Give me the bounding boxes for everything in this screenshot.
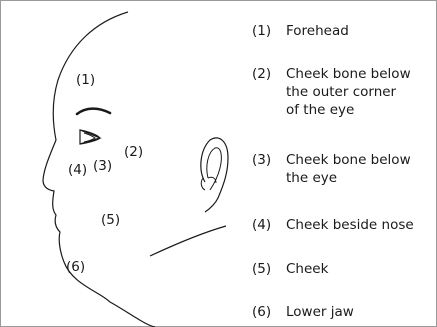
legend: (1) Forehead (2) Cheek bone below the ou… [252, 0, 434, 327]
legend-label: Cheek [286, 260, 434, 278]
eye [80, 130, 100, 144]
region-label-4: (4) [68, 162, 87, 178]
ear [201, 138, 228, 212]
jaw-neck-line [150, 226, 226, 256]
legend-label: Cheek beside nose [286, 216, 434, 234]
legend-number: (2) [252, 65, 286, 83]
legend-item-forehead: (1) Forehead [252, 22, 434, 40]
legend-number: (5) [252, 260, 286, 278]
legend-number: (3) [252, 151, 286, 169]
ear-inner [207, 148, 222, 190]
region-label-5: (5) [101, 212, 120, 228]
eyebrow [77, 109, 110, 114]
region-label-6: (6) [66, 259, 85, 275]
legend-label: Lower jaw [286, 303, 434, 321]
region-label-3: (3) [93, 158, 112, 174]
legend-number: (4) [252, 216, 286, 234]
legend-item-cheek-bone-outer: (2) Cheek bone below the outer corner of… [252, 65, 434, 119]
legend-number: (6) [252, 303, 286, 321]
legend-item-lower-jaw: (6) Lower jaw [252, 303, 434, 321]
region-label-2: (2) [124, 144, 143, 160]
legend-number: (1) [252, 22, 286, 40]
legend-label: Cheek bone below the eye [286, 151, 434, 187]
legend-item-cheek-bone-below-eye: (3) Cheek bone below the eye [252, 151, 434, 187]
legend-label: Cheek bone below the outer corner of the… [286, 65, 434, 119]
legend-item-cheek-beside-nose: (4) Cheek beside nose [252, 216, 434, 234]
legend-item-cheek: (5) Cheek [252, 260, 434, 278]
face-profile-illustration: (1) (2) (3) (4) (5) (6) [0, 0, 240, 327]
legend-label: Forehead [286, 22, 434, 40]
region-label-1: (1) [76, 72, 95, 88]
